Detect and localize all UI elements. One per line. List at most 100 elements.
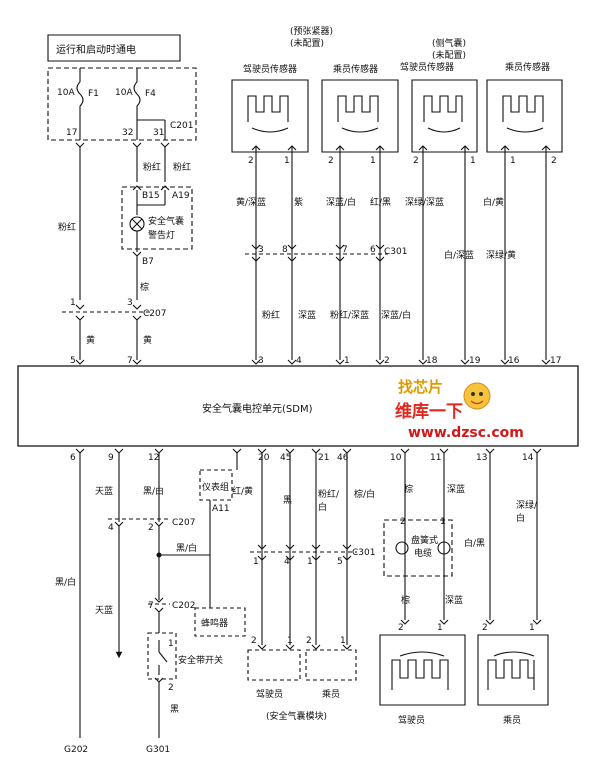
wire-sky-blue-2: 天蓝 xyxy=(95,604,113,616)
passenger-airbag-module-box xyxy=(306,650,356,680)
driver-airbag-label: 驾驶员 xyxy=(398,714,425,726)
module-pin-c: 2 xyxy=(306,636,312,646)
fuse-f1-rating: 10A xyxy=(57,88,75,98)
wire-pink-white: 粉红/ xyxy=(318,488,340,500)
wire-brown-3: 棕 xyxy=(401,594,410,606)
wire-deepgreen-white-2: 白 xyxy=(516,512,525,524)
sdm-pin-16: 16 xyxy=(508,356,520,366)
warning-lamp-label-2: 警告灯 xyxy=(148,229,175,241)
sdm-pin-11: 11 xyxy=(430,453,441,463)
wire-black-white-2: 黑/白 xyxy=(176,542,197,554)
squib-pin-a: 2 xyxy=(398,623,404,633)
sensor-pin-e: 2 xyxy=(413,156,419,166)
ground-g202: G202 xyxy=(64,745,88,755)
clockspring-icon-right xyxy=(438,542,450,554)
sdm-pin-4: 4 xyxy=(296,356,302,366)
ground-g301: G301 xyxy=(146,745,170,755)
passenger-side-sensor-box xyxy=(487,80,562,152)
watermark-line1: 维库一下 xyxy=(395,401,463,422)
sdm-pin-19: 19 xyxy=(469,356,481,366)
wire-yellow-deepblue: 黄/深蓝 xyxy=(236,196,266,208)
sdm-pin-1: 1 xyxy=(344,356,350,366)
c207-pin3: 3 xyxy=(127,298,133,308)
clockspring-icon-left xyxy=(396,542,408,554)
sensor-pin-f: 1 xyxy=(470,156,476,166)
fuse-block-box xyxy=(48,68,196,140)
sdm-pin-2: 2 xyxy=(384,356,390,366)
lamp-pin-a19: A19 xyxy=(172,191,190,201)
c301-top-pin-7: 7 xyxy=(342,245,348,255)
c301-top-label: C301 xyxy=(384,247,407,257)
warning-lamp-label: 安全气囊 xyxy=(148,215,184,227)
wire-deepgreen-white: 深绿/ xyxy=(516,499,538,511)
wire-deepblue-white: 深蓝/白 xyxy=(326,196,356,208)
wire-brown-2: 棕 xyxy=(404,483,413,495)
c207-label-bottom: C207 xyxy=(172,518,195,528)
sensor-pin-g: 1 xyxy=(510,156,516,166)
passenger-airbag-label: 乘员 xyxy=(503,714,521,726)
c301-bottom-pin-1b: 1 xyxy=(307,557,313,567)
c207-pin1: 1 xyxy=(70,298,76,308)
driver-airbag-box xyxy=(380,635,465,705)
c301-top-pin-8: 8 xyxy=(282,245,288,255)
module-pin-a: 2 xyxy=(251,636,257,646)
seatbelt-switch-label: 安全带开关 xyxy=(178,654,223,666)
wire-deepblue-2: 深蓝 xyxy=(447,483,465,495)
squib-pin-c: 2 xyxy=(482,623,488,633)
wire-deepgreen-yellow: 深绿/黄 xyxy=(486,249,516,261)
squib-pin-d: 1 xyxy=(529,623,535,633)
wire-deepgreen-deepblue: 深绿/深蓝 xyxy=(405,196,444,208)
driver-sensor-label-1: 驾驶员传感器 xyxy=(243,63,297,75)
watermark-logo-text: 找芯片 xyxy=(398,378,443,396)
pretensioner-not-configured: (未配置) xyxy=(290,37,324,49)
module-pin-b: 1 xyxy=(287,636,293,646)
sdm-pin-7: 7 xyxy=(127,356,133,366)
wire-deepblue-1: 深蓝 xyxy=(298,309,316,321)
wire-red-black: 红/黑 xyxy=(370,196,391,208)
buzzer-label: 蜂鸣器 xyxy=(201,617,228,629)
wire-yellow-1: 黄 xyxy=(86,334,95,346)
c301-bottom-pin-5: 5 xyxy=(337,557,343,567)
sdm-pin-21: 21 xyxy=(318,453,329,463)
sdm-pin-14: 14 xyxy=(522,453,534,463)
c301-top-pin-3: 3 xyxy=(258,245,264,255)
sdm-pin-45: 45 xyxy=(280,453,291,463)
passenger-sensor-label-2: 乘员传感器 xyxy=(505,61,550,73)
fuse-f1-symbol xyxy=(77,82,83,106)
sensor-pin-h: 2 xyxy=(551,156,557,166)
sdm-pin-5: 5 xyxy=(70,356,76,366)
sensor-pin-a: 2 xyxy=(248,156,254,166)
sensor-pin-b: 1 xyxy=(284,156,290,166)
side-airbag-header: (侧气囊) xyxy=(432,37,466,49)
fuse-f1-id: F1 xyxy=(88,89,99,99)
module-pin-d: 1 xyxy=(340,636,346,646)
fuse-f4-pin: 32 xyxy=(122,128,133,138)
squib-pin-b: 1 xyxy=(437,623,443,633)
passenger-airbag-box xyxy=(478,635,548,705)
side-not-configured: (未配置) xyxy=(432,49,466,61)
wire-deepblue-3: 深蓝 xyxy=(445,594,463,606)
sdm-pin-20: 20 xyxy=(258,453,270,463)
wire-red-yellow: 红/黄 xyxy=(232,485,253,497)
sensor-pin-c: 2 xyxy=(328,156,334,166)
passenger-sensor-label-1: 乘员传感器 xyxy=(333,63,378,75)
wire-black-2: 黑 xyxy=(283,495,292,506)
fuse-f4-id: F4 xyxy=(145,89,156,99)
passenger-module-label: 乘员 xyxy=(322,688,340,700)
wire-white-yellow: 白/黄 xyxy=(483,196,504,208)
sdm-pin-46: 46 xyxy=(337,453,349,463)
wire-brown-white: 棕/白 xyxy=(354,488,375,500)
sdm-pin-6: 6 xyxy=(70,453,76,463)
wire-white-deepblue: 白/深蓝 xyxy=(444,249,474,261)
pretensioner-header: (预张紧器) xyxy=(290,26,333,37)
coil-label-1: 盘簧式 xyxy=(411,534,438,546)
wire-yellow-2: 黄 xyxy=(143,334,152,346)
sdm-pin-12: 12 xyxy=(148,453,159,463)
sensor-element-icons xyxy=(248,96,543,132)
c301-bottom-label: C301 xyxy=(352,548,375,558)
wire-purple: 紫 xyxy=(294,197,303,208)
c202-label: C202 xyxy=(172,601,195,611)
c301-bottom-pin-1: 1 xyxy=(253,557,259,567)
c207-pin4: 4 xyxy=(108,523,114,533)
